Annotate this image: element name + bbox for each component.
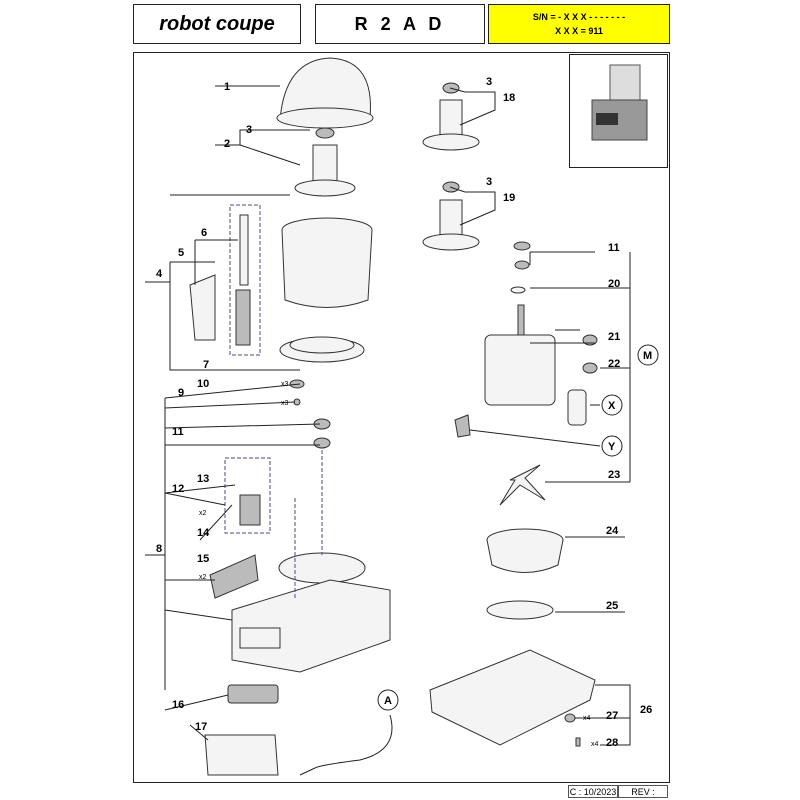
callout-6: 6 [201,227,207,239]
qty-x2: x2 [199,574,207,581]
qty-x3: x3 [281,400,289,407]
motor-assembly-M [484,304,556,406]
callout-14: 14 [197,527,210,539]
callout-1: 1 [224,81,230,93]
callout-22: 22 [608,358,620,370]
callout-25: 25 [606,600,618,612]
serial-line-2: X X X = 911 [555,26,603,36]
seal-11a [513,241,531,251]
callout-24: 24 [606,525,619,537]
exploded-diagram-frame [133,52,670,783]
ref-circle-A [377,689,399,711]
revision-date: C : 10/2023 [568,785,618,798]
callout-3: 3 [486,76,492,88]
qty-x2: x2 [199,510,207,517]
seal-11b [514,260,530,270]
seal-11d [313,437,331,449]
callout-21: 21 [608,331,620,343]
callout-10: 10 [197,378,209,390]
callout-13: 13 [197,473,209,485]
callout-26: 26 [640,704,652,716]
bowl-base-ring-7 [279,336,365,363]
fan-cover-24 [486,528,564,573]
latch-body [235,289,251,346]
serial-line-1: S/N = - X X X - - - - - - - [532,12,626,22]
callout-19: 19 [503,192,515,204]
washer-20 [510,286,526,294]
callout-A: A [384,695,392,707]
brand-logo: robot coupe [159,12,275,35]
qty-x4: x4 [583,715,591,722]
blade-assembly-19 [422,181,480,251]
foot-27 [564,713,576,723]
callout-4: 4 [156,268,163,280]
ref-circle-Y [601,435,623,457]
callout-11: 11 [608,242,620,254]
handle-5 [189,274,216,341]
callout-28: 28 [606,737,618,749]
gasket-25 [486,600,554,620]
ref-circle-X [601,394,623,416]
callout-16: 16 [172,699,184,711]
power-cord-A [299,714,393,776]
qty-x4: x4 [591,741,599,748]
brand-logo-box: robot coupe [133,4,301,44]
callout-5: 5 [178,247,184,259]
callout-3: 3 [246,124,252,136]
latch-group-outline [229,204,261,356]
callout-X: X [608,400,616,412]
callout-11: 11 [172,426,184,438]
ref-circle-M [637,344,659,366]
serial-number-box: S/N = - X X X - - - - - - - X X X = 911 [488,4,670,44]
capacitor-X [567,389,587,426]
blade-assembly-18 [422,82,480,151]
latch-rod-6 [239,214,249,286]
qty-x3: x3 [281,381,289,388]
control-panel-16 [227,684,279,704]
callout-20: 20 [608,278,620,290]
callout-7: 7 [203,359,209,371]
bearing-22 [582,362,598,374]
model-name: R 2 A D [354,13,446,34]
lid-part [276,57,374,129]
callout-17: 17 [195,721,207,733]
sensor-Y [454,414,471,438]
callout-23: 23 [608,469,620,481]
callout-9: 9 [178,387,184,399]
assembled-machine-thumbnail [569,54,668,168]
model-title: R 2 A D [315,4,485,44]
callout-3: 3 [486,176,492,188]
fan-23 [499,464,546,506]
motor-housing-8 [231,552,391,673]
revision-label: REV : [618,785,668,798]
screw-28 [575,737,581,747]
callout-27: 27 [606,710,618,722]
grille-15 [209,554,259,599]
switch-13 [239,494,261,526]
base-plate-26 [429,649,596,746]
callout-Y: Y [608,441,616,453]
callout-12: 12 [172,483,184,495]
callout-2: 2 [224,138,230,150]
callout-8: 8 [156,543,162,555]
bowl-part [281,217,373,308]
assembly-guide-lines [294,450,323,600]
label-17 [204,734,279,776]
callout-M: M [643,350,652,362]
callout-15: 15 [197,553,209,565]
blade-assembly-2 [294,127,356,197]
callout-18: 18 [503,92,515,104]
machine-thumbnail-image [591,64,648,141]
